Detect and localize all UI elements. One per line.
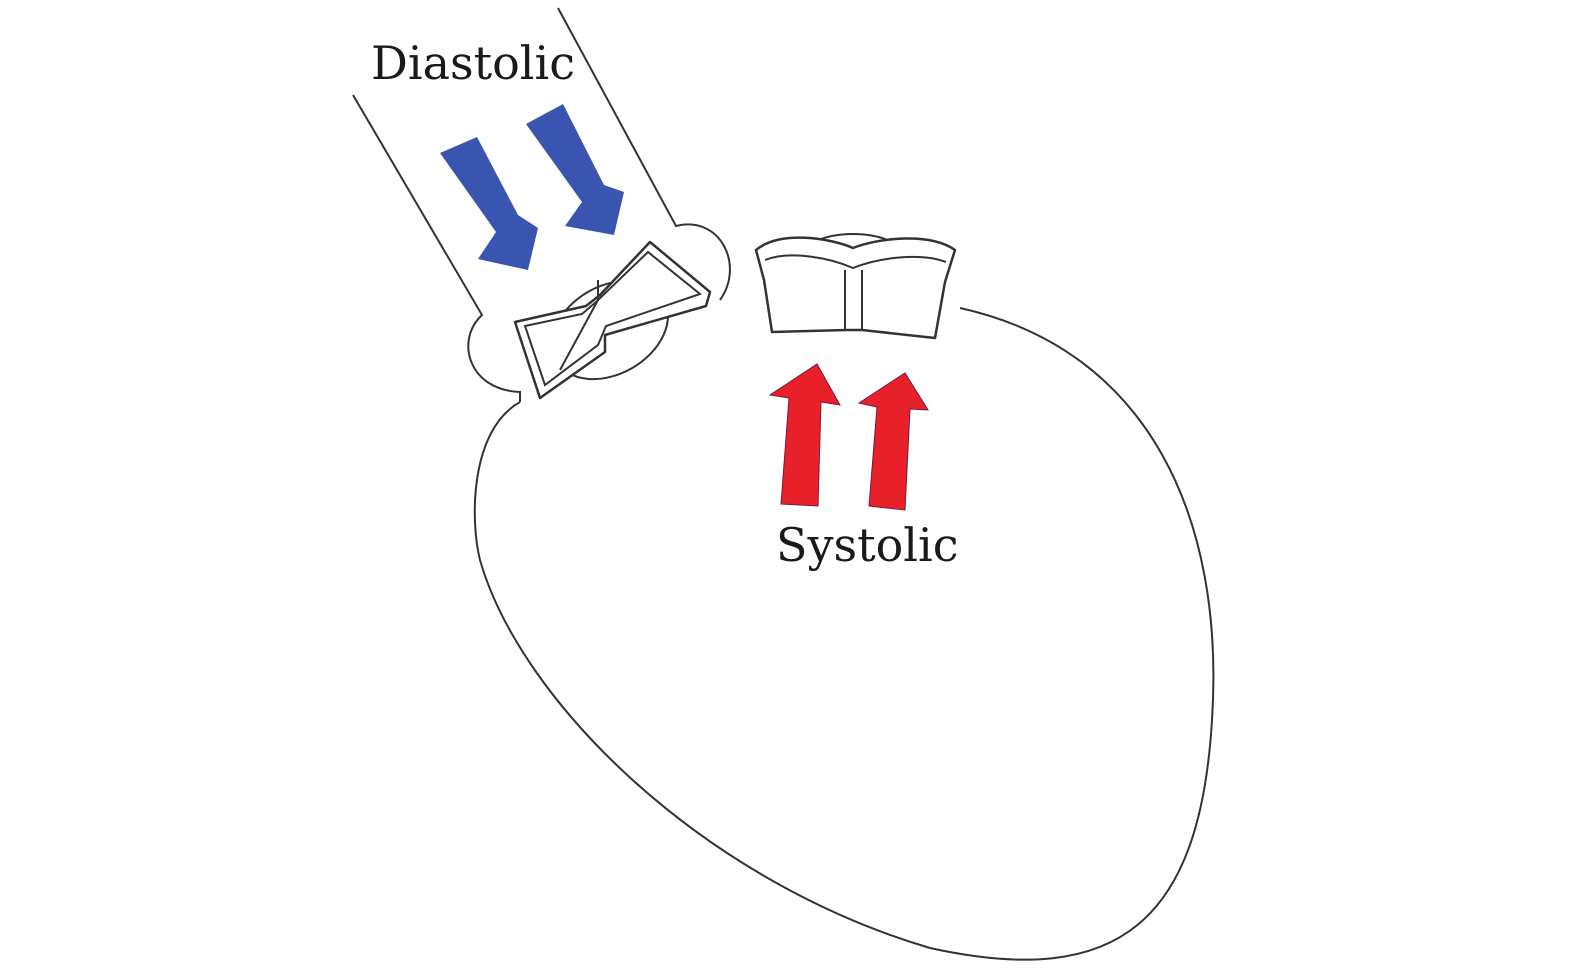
aortic-valve: [754, 233, 957, 340]
diastolic-label: Diastolic: [371, 36, 575, 90]
diastolic-arrows: [440, 104, 624, 270]
mitral-valve: [513, 240, 712, 400]
systolic-arrow-right: [857, 372, 929, 511]
atrium-vessel-right-wall: [557, 7, 731, 301]
atrium-vessel-outline: [352, 94, 521, 402]
systolic-arrows: [768, 363, 929, 511]
systolic-label: Systolic: [776, 518, 959, 572]
ventricle-outline: [473, 307, 1215, 961]
diastolic-arrow-left: [440, 137, 538, 270]
diastolic-arrow-right: [526, 104, 624, 235]
systolic-arrow-left: [768, 363, 841, 507]
